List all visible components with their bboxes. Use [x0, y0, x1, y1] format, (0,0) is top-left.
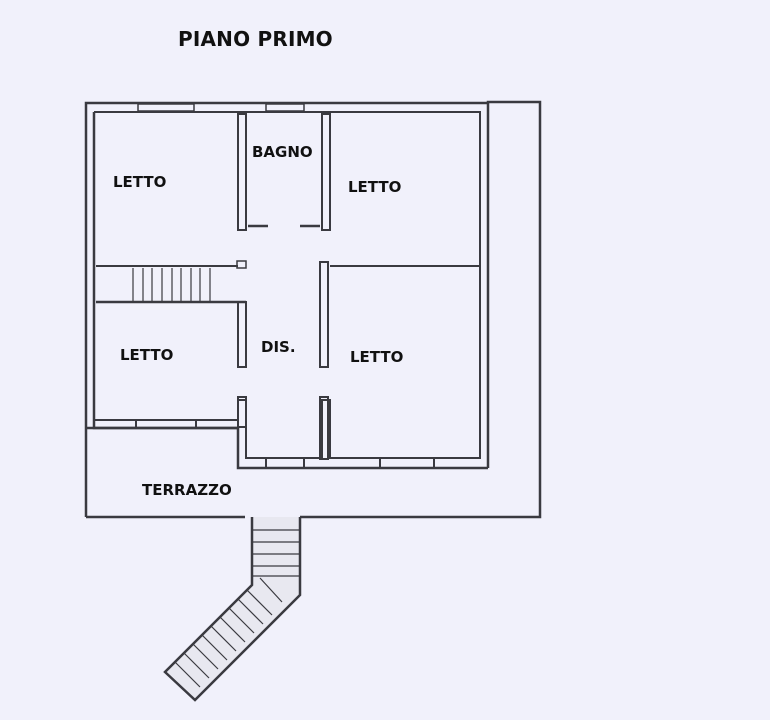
terrace-outline: [86, 100, 542, 519]
room-label-bagno: BAGNO: [252, 143, 313, 161]
room-label-letto-nw: LETTO: [113, 173, 167, 191]
exterior-stairs: [163, 517, 302, 702]
house-wall-outer: [92, 112, 488, 470]
room-label-terrazzo: TERRAZZO: [142, 481, 232, 499]
window: [137, 103, 195, 112]
room-label-letto-sw: LETTO: [120, 346, 174, 364]
window: [265, 103, 305, 112]
room-label-letto-ne: LETTO: [348, 178, 402, 196]
interior-stairs: [132, 268, 211, 302]
plan-title: PIANO PRIMO: [178, 27, 333, 51]
room-label-letto-se: LETTO: [350, 348, 404, 366]
room-label-dis: DIS.: [261, 338, 296, 356]
